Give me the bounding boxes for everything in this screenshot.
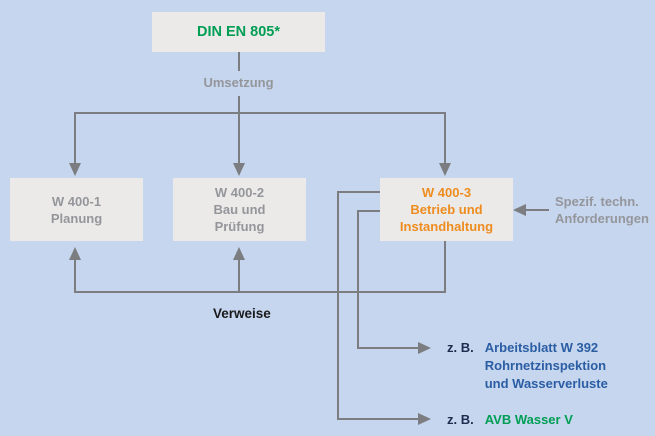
box-din-en-805: DIN EN 805* xyxy=(152,12,325,52)
arrowhead-left-sidenote xyxy=(513,204,526,216)
connector-to-arbeitsblatt xyxy=(357,210,419,349)
reference-avb-wasser-v: z. B. AVB Wasser V xyxy=(447,411,573,429)
box-w400-1: W 400-1 Planung xyxy=(10,178,143,241)
reference-title: Arbeitsblatt W 392 Rohrnetzinspektion un… xyxy=(484,340,608,391)
connector-branch-to-boxes xyxy=(74,112,446,164)
umsetzung-label: Umsetzung xyxy=(203,75,274,90)
reference-arbeitsblatt-w392: z. B. Arbeitsblatt W 392 Rohrnetzinspekt… xyxy=(447,339,608,393)
connector-verweise xyxy=(74,241,446,293)
arrowhead-right-avb xyxy=(418,413,431,425)
box-w400-2: W 400-2 Bau und Prüfung xyxy=(173,178,306,241)
verweise-label: Verweise xyxy=(213,306,271,321)
side-note-label: Spezif. techn. Anforderungen xyxy=(555,194,649,226)
arrowhead-down-w400-2 xyxy=(233,163,245,176)
reference-title: AVB Wasser V xyxy=(484,412,573,427)
connector-to-avb xyxy=(337,191,419,420)
arrowhead-right-arbeitsblatt xyxy=(418,342,431,354)
box-w400-3: W 400-3 Betrieb und Instandhaltung xyxy=(380,178,513,241)
arrowhead-up-w400-2 xyxy=(233,247,245,260)
arrowhead-down-w400-3 xyxy=(439,163,451,176)
reference-prefix: z. B. xyxy=(447,340,474,355)
reference-prefix: z. B. xyxy=(447,412,474,427)
arrowhead-down-w400-1 xyxy=(69,163,81,176)
arrowhead-up-w400-1 xyxy=(69,247,81,260)
